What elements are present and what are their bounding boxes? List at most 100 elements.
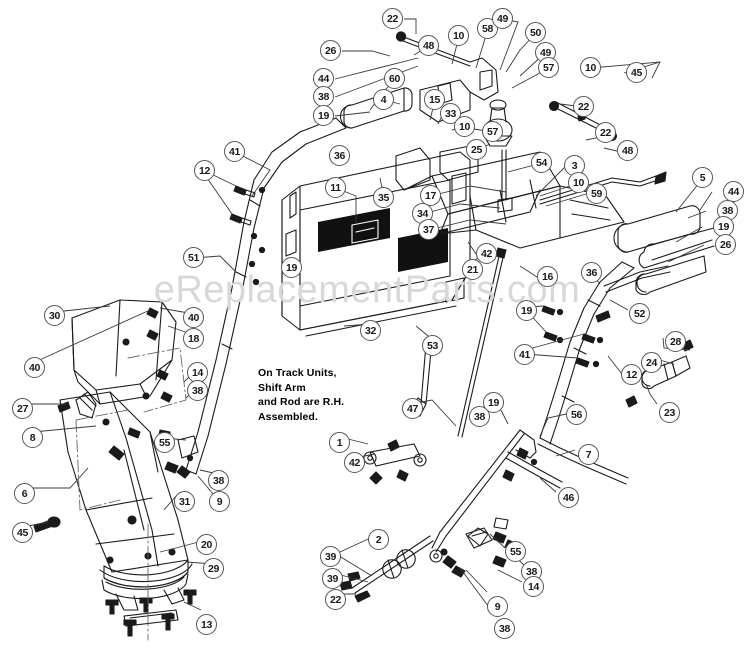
callout-39[interactable]: 39 [320,546,341,567]
callout-9[interactable]: 9 [487,596,508,617]
callout-20[interactable]: 20 [196,534,217,555]
callout-40[interactable]: 40 [24,357,45,378]
right-lower-bar [595,265,671,323]
callout-19[interactable]: 19 [713,216,734,237]
callout-52[interactable]: 52 [629,303,650,324]
callout-15[interactable]: 15 [424,89,445,110]
callout-53[interactable]: 53 [422,335,443,356]
callout-12[interactable]: 12 [194,160,215,181]
callout-19[interactable]: 19 [483,392,504,413]
callout-8[interactable]: 8 [22,427,43,448]
callout-49[interactable]: 49 [492,8,513,29]
callout-32[interactable]: 32 [360,320,381,341]
callout-56[interactable]: 56 [566,404,587,425]
callout-38[interactable]: 38 [717,200,738,221]
callout-46[interactable]: 46 [558,487,579,508]
callout-59[interactable]: 59 [586,183,607,204]
callout-36[interactable]: 36 [329,145,350,166]
callout-22[interactable]: 22 [382,8,403,29]
callout-60[interactable]: 60 [384,68,405,89]
callout-25[interactable]: 25 [466,139,487,160]
callout-3[interactable]: 3 [564,155,585,176]
callout-47[interactable]: 47 [402,398,423,419]
callout-54[interactable]: 54 [531,152,552,173]
callout-40[interactable]: 40 [183,307,204,328]
callout-38[interactable]: 38 [313,86,334,107]
callout-14[interactable]: 14 [523,576,544,597]
callout-45[interactable]: 45 [626,62,647,83]
callout-55[interactable]: 55 [505,541,526,562]
deflector-hardware [122,307,173,403]
callout-38[interactable]: 38 [469,406,490,427]
callout-26[interactable]: 26 [320,40,341,61]
callout-12[interactable]: 12 [621,364,642,385]
callout-2[interactable]: 2 [368,529,389,550]
callout-10[interactable]: 10 [454,116,475,137]
console-display-panels [318,208,448,272]
callout-13[interactable]: 13 [196,614,217,635]
callout-50[interactable]: 50 [525,22,546,43]
callout-48[interactable]: 48 [418,35,439,56]
callout-42[interactable]: 42 [344,452,365,473]
callout-23[interactable]: 23 [659,402,680,423]
callout-22[interactable]: 22 [573,96,594,117]
callout-39[interactable]: 39 [322,568,343,589]
callout-42[interactable]: 42 [476,243,497,264]
callout-21[interactable]: 21 [462,259,483,280]
callout-5[interactable]: 5 [692,167,713,188]
callout-10[interactable]: 10 [580,57,601,78]
callout-7[interactable]: 7 [578,444,599,465]
callout-27[interactable]: 27 [12,398,33,419]
left-upper-hardware [229,185,266,286]
bottom-handle-diagonal [502,447,563,489]
callout-28[interactable]: 28 [665,331,686,352]
callout-29[interactable]: 29 [203,558,224,579]
shift-linkage-assembly [395,31,625,249]
callout-22[interactable]: 22 [595,122,616,143]
right-handle-tubes [539,205,715,445]
callout-9[interactable]: 9 [209,491,230,512]
assembly-note: On Track Units, Shift Arm and Rod are R.… [258,367,345,423]
callout-38[interactable]: 38 [187,380,208,401]
callout-31[interactable]: 31 [174,491,195,512]
chute-ring [99,559,193,627]
callout-35[interactable]: 35 [373,187,394,208]
callout-1[interactable]: 1 [329,432,350,453]
callout-26[interactable]: 26 [715,234,736,255]
callout-41[interactable]: 41 [514,344,535,365]
chute-hardware [105,548,197,637]
callout-10[interactable]: 10 [448,25,469,46]
left-handle-tube [185,117,347,475]
callout-11[interactable]: 11 [325,177,346,198]
long-rod-47 [457,247,507,438]
callout-6[interactable]: 6 [14,483,35,504]
center-console-panel [281,151,471,337]
callout-22[interactable]: 22 [325,589,346,610]
callout-10[interactable]: 10 [568,172,589,193]
callout-44[interactable]: 44 [723,181,744,202]
callout-24[interactable]: 24 [641,352,662,373]
callout-55[interactable]: 55 [154,432,175,453]
callout-48[interactable]: 48 [617,140,638,161]
callout-18[interactable]: 18 [183,328,204,349]
callout-38[interactable]: 38 [208,470,229,491]
left-bracket-27 [75,391,97,419]
callout-19[interactable]: 19 [313,105,334,126]
chute-body [59,391,189,573]
callout-4[interactable]: 4 [373,89,394,110]
callout-41[interactable]: 41 [224,141,245,162]
callout-45[interactable]: 45 [12,522,33,543]
callout-37[interactable]: 37 [418,219,439,240]
left-grip-tube [340,87,413,129]
callout-19[interactable]: 19 [281,257,302,278]
callout-19[interactable]: 19 [516,300,537,321]
callout-57[interactable]: 57 [538,57,559,78]
callout-38[interactable]: 38 [494,618,515,639]
callout-16[interactable]: 16 [537,266,558,287]
callout-51[interactable]: 51 [183,247,204,268]
callout-36[interactable]: 36 [581,262,602,283]
callout-57[interactable]: 57 [482,121,503,142]
callout-30[interactable]: 30 [44,305,65,326]
callout-17[interactable]: 17 [420,185,441,206]
chute-deflector [71,299,177,405]
